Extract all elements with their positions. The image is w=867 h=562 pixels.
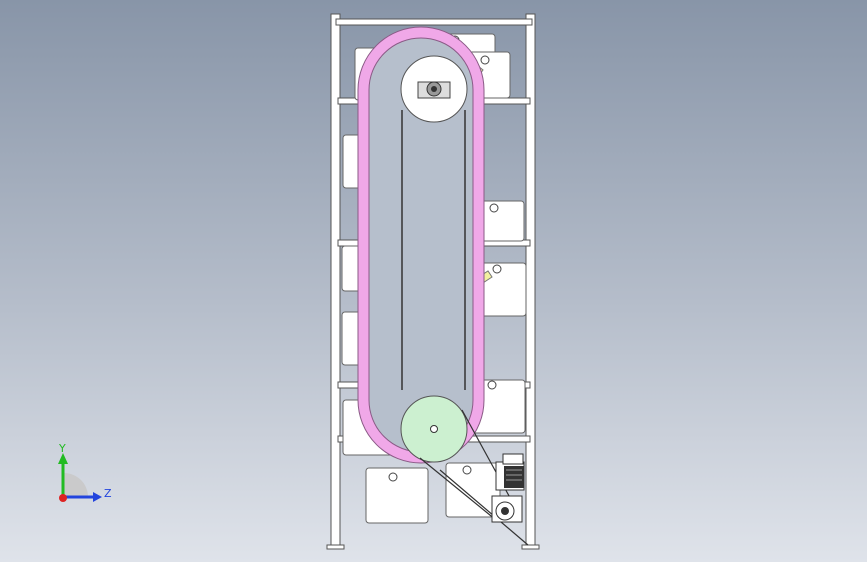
hanger-hook	[462, 465, 472, 475]
motor-cap	[502, 453, 524, 465]
coordinate-triad: Y Z	[58, 442, 112, 502]
frame-right-foot	[521, 544, 540, 550]
top-sprocket-axle	[431, 86, 437, 92]
hanger-hook	[487, 380, 497, 390]
frame-left-foot	[326, 544, 345, 550]
drive-pulley-axle	[430, 425, 438, 433]
drive-motor	[491, 453, 525, 523]
frame-left-post	[330, 13, 341, 549]
hanger-hook	[489, 203, 499, 213]
hanger-hook	[492, 264, 502, 274]
hanger-hook	[480, 55, 490, 65]
triad-xy-plane	[64, 473, 88, 497]
motor-housing	[504, 466, 524, 488]
y-axis-label: Y	[58, 442, 66, 455]
inner-rails	[401, 110, 466, 390]
chain-loop-inner	[368, 37, 474, 453]
conveyor-chain	[357, 26, 485, 464]
top-sprocket	[400, 55, 468, 123]
motor-pulley-hub	[501, 507, 509, 515]
belt-lower-run	[419, 457, 497, 521]
y-axis-arrow	[58, 453, 68, 464]
z-axis-label: Z	[104, 487, 112, 500]
hanger-hook	[388, 472, 398, 482]
frame-top-beam	[335, 18, 533, 26]
carrier-tray	[365, 467, 429, 524]
drive-pulley	[400, 395, 468, 463]
z-axis-arrow	[93, 492, 102, 502]
x-axis-dot	[59, 494, 67, 502]
frame-right-post	[525, 13, 536, 549]
belt-brace	[439, 469, 529, 546]
